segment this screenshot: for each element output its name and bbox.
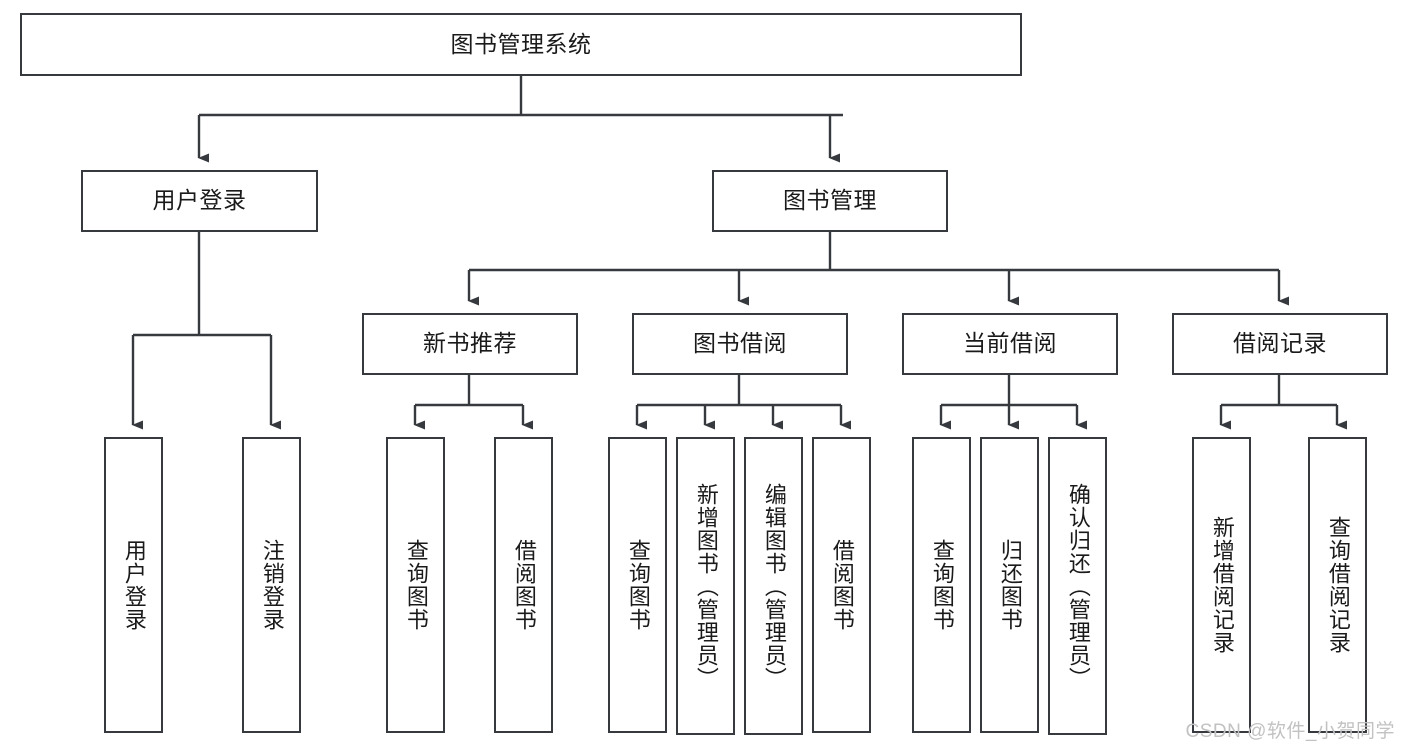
node-leaf-borrow-query-label: 查询图书: [625, 539, 651, 631]
node-leaf-rec-query-label: 查询图书: [403, 539, 429, 631]
node-leaf-rec-borrow-label: 借阅图书: [511, 539, 537, 631]
node-root-label: 图书管理系统: [450, 30, 592, 57]
node-borrow-record-label: 借阅记录: [1233, 330, 1327, 357]
node-book-borrow[interactable]: 图书借阅: [632, 313, 848, 375]
node-book-borrow-label: 图书借阅: [693, 330, 787, 357]
node-root[interactable]: 图书管理系统: [20, 13, 1022, 76]
node-leaf-cur-return-label: 归还图书: [997, 539, 1023, 631]
node-new-book-rec-label: 新书推荐: [423, 330, 517, 357]
node-new-book-rec[interactable]: 新书推荐: [362, 313, 578, 375]
node-leaf-cur-query[interactable]: 查询图书: [912, 437, 971, 733]
node-borrow-record[interactable]: 借阅记录: [1172, 313, 1388, 375]
node-leaf-user-logout-label: 注销登录: [259, 539, 285, 631]
node-leaf-borrow-do[interactable]: 借阅图书: [812, 437, 871, 733]
node-leaf-cur-confirm-label: 确认归还（管理员）: [1065, 482, 1091, 690]
node-leaf-borrow-add[interactable]: 新增图书（管理员）: [676, 437, 735, 735]
node-leaf-record-search-label: 查询借阅记录: [1325, 516, 1351, 654]
node-leaf-rec-query[interactable]: 查询图书: [386, 437, 445, 733]
node-current-borrow[interactable]: 当前借阅: [902, 313, 1118, 375]
node-leaf-borrow-edit-label: 编辑图书（管理员）: [761, 482, 787, 690]
node-leaf-record-add-label: 新增借阅记录: [1209, 516, 1235, 654]
node-leaf-record-search[interactable]: 查询借阅记录: [1308, 437, 1367, 733]
node-leaf-rec-borrow[interactable]: 借阅图书: [494, 437, 553, 733]
node-leaf-borrow-add-label: 新增图书（管理员）: [693, 482, 719, 690]
node-leaf-borrow-query[interactable]: 查询图书: [608, 437, 667, 733]
node-leaf-record-add[interactable]: 新增借阅记录: [1192, 437, 1251, 733]
node-leaf-cur-confirm[interactable]: 确认归还（管理员）: [1048, 437, 1107, 735]
node-leaf-user-logout[interactable]: 注销登录: [242, 437, 301, 733]
csdn-watermark: CSDN @软件_小贺同学: [1185, 721, 1395, 742]
node-book-manage-label: 图书管理: [783, 187, 877, 214]
node-leaf-borrow-do-label: 借阅图书: [829, 539, 855, 631]
node-user-login-label: 用户登录: [152, 187, 247, 214]
node-leaf-user-login[interactable]: 用户登录: [104, 437, 163, 733]
node-leaf-cur-query-label: 查询图书: [929, 539, 955, 631]
node-user-login[interactable]: 用户登录: [81, 170, 318, 232]
node-leaf-user-login-label: 用户登录: [121, 539, 147, 631]
node-leaf-cur-return[interactable]: 归还图书: [980, 437, 1039, 733]
node-current-borrow-label: 当前借阅: [963, 330, 1057, 357]
node-leaf-borrow-edit[interactable]: 编辑图书（管理员）: [744, 437, 803, 735]
node-book-manage[interactable]: 图书管理: [712, 170, 948, 232]
